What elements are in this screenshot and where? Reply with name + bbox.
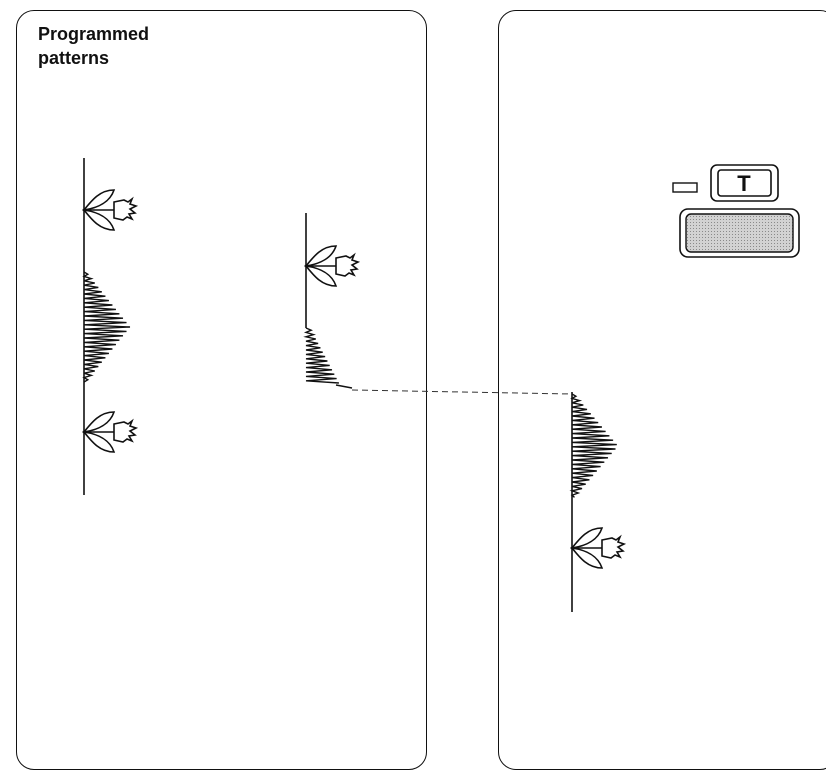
t-key-label: T bbox=[737, 171, 751, 196]
flower-stitch-icon bbox=[83, 411, 137, 453]
satin-triangle-stitch-icon bbox=[303, 327, 339, 384]
satin-diamond-stitch bbox=[569, 393, 617, 498]
control-keys[interactable]: T bbox=[672, 164, 800, 258]
flower-stitch-icon bbox=[305, 245, 359, 287]
right-panel bbox=[498, 10, 826, 770]
title-line-2: patterns bbox=[38, 48, 110, 68]
flower-stitch-icon bbox=[83, 189, 137, 231]
dashed-connector bbox=[351, 389, 573, 395]
left-stitch-column bbox=[82, 158, 137, 495]
flower-stitch-icon bbox=[571, 527, 625, 569]
panel-title: Programmed patterns bbox=[38, 22, 149, 70]
right-stitch-column bbox=[569, 392, 625, 612]
title-line-1: Programmed bbox=[38, 24, 150, 44]
middle-stitch-column bbox=[303, 213, 359, 389]
indicator-lamp-icon bbox=[672, 182, 698, 193]
satin-diamond-stitch bbox=[82, 271, 131, 383]
